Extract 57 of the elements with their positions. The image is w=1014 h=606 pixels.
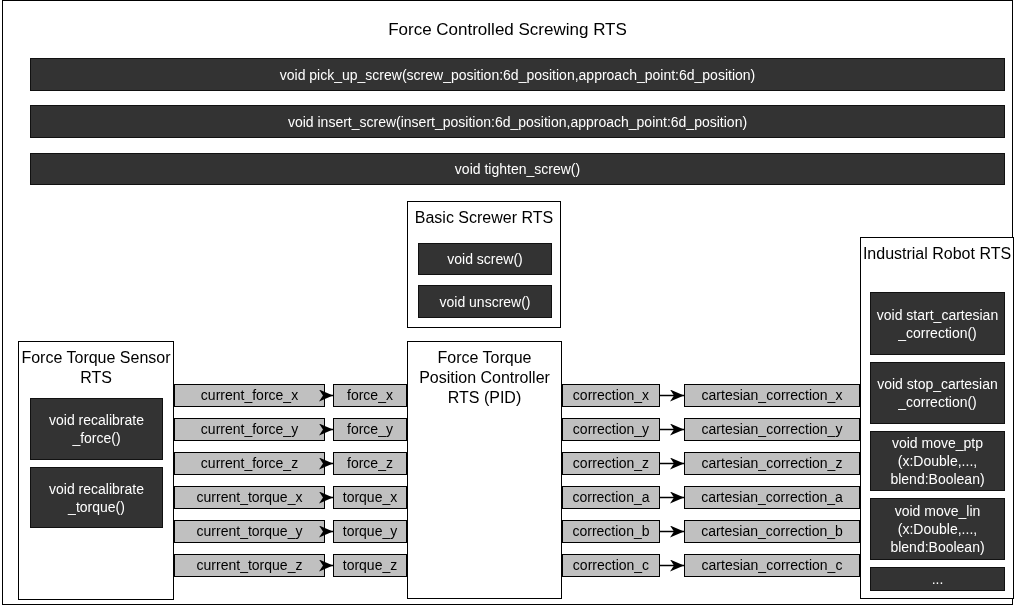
arrow (659, 389, 685, 402)
port-box: correction_a (562, 486, 660, 509)
port-box: cartesian_correction_b (684, 520, 860, 543)
port-box: force_z (333, 452, 407, 475)
component-title: Force Torque Position Controller RTS (PID) (418, 348, 551, 408)
port-box: current_torque_x (174, 486, 325, 509)
port-box: correction_z (562, 452, 660, 475)
port-box: torque_x (333, 486, 407, 509)
operation-box: void move_ptp (x:Double,..., blend:Boolean) (870, 431, 1005, 491)
port-box: cartesian_correction_x (684, 384, 860, 407)
operation-box: void recalibrate _force() (30, 398, 163, 460)
port-box: force_x (333, 384, 407, 407)
arrow (659, 491, 685, 504)
component-title: Basic Screwer RTS (414, 208, 554, 228)
port-box: cartesian_correction_z (684, 452, 860, 475)
component-box (860, 237, 1014, 599)
operation-box: void tighten_screw() (30, 153, 1005, 185)
operation-box: void stop_cartesian _correction() (870, 362, 1005, 424)
operation-box: void insert_screw(insert_position:6d_position,approach_point:6d_position) (30, 105, 1005, 138)
port-box: current_torque_z (174, 554, 325, 577)
arrow (319, 491, 334, 504)
arrow (319, 457, 334, 470)
arrow (319, 525, 334, 538)
component-title: Industrial Robot RTS (862, 244, 1012, 264)
component-box (18, 341, 174, 600)
operation-box: void pick_up_screw(screw_position:6d_position,approach_point:6d_position) (30, 58, 1005, 91)
port-box: current_force_y (174, 418, 325, 441)
port-box: torque_z (333, 554, 407, 577)
port-box: torque_y (333, 520, 407, 543)
port-box: cartesian_correction_a (684, 486, 860, 509)
arrow (319, 559, 334, 572)
arrow (659, 525, 685, 538)
port-box: force_y (333, 418, 407, 441)
port-box: cartesian_correction_y (684, 418, 860, 441)
component-title: Force Controlled Screwing RTS (388, 19, 627, 41)
port-box: correction_b (562, 520, 660, 543)
operation-box: ... (870, 567, 1005, 591)
port-box: current_torque_y (174, 520, 325, 543)
arrow (659, 457, 685, 470)
component-title: Force Torque Sensor RTS (20, 348, 172, 388)
operation-box: void start_cartesian _correction() (870, 292, 1005, 355)
arrow (319, 423, 334, 436)
arrow (659, 559, 685, 572)
operation-box: void recalibrate _torque() (30, 467, 163, 528)
component-box (407, 201, 561, 328)
component-box (407, 341, 562, 599)
operation-box: void move_lin (x:Double,..., blend:Boolean) (870, 498, 1005, 560)
arrow (659, 423, 685, 436)
port-box: correction_c (562, 554, 660, 577)
arrow (319, 389, 334, 402)
operation-box: void screw() (418, 243, 552, 275)
port-box: current_force_x (174, 384, 325, 407)
operation-box: void unscrew() (418, 285, 552, 318)
port-box: correction_x (562, 384, 660, 407)
port-box: cartesian_correction_c (684, 554, 860, 577)
port-box: current_force_z (174, 452, 325, 475)
port-box: correction_y (562, 418, 660, 441)
